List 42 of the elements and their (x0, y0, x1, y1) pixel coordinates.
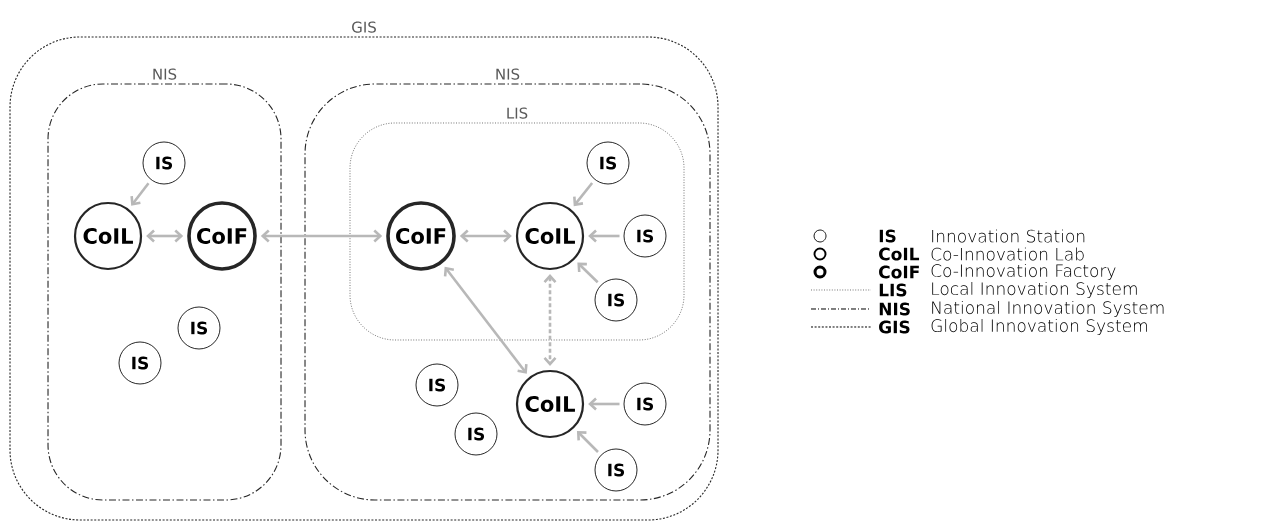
arrow (588, 397, 620, 411)
arrow (573, 182, 594, 207)
circle-node: CoIF (386, 201, 456, 271)
node-label: LIS (507, 107, 528, 119)
circle-node: IS (594, 448, 638, 492)
circle-node: CoIL (515, 201, 585, 271)
node-label: NIS (153, 68, 177, 80)
arrow (146, 229, 184, 243)
legend-abbreviation: NIS (879, 302, 910, 316)
circle-node: CoIL (515, 369, 585, 439)
circle-node: CoIF (187, 201, 257, 271)
arrow (543, 274, 557, 366)
legend-abbreviation: LIS (879, 283, 907, 297)
circle-node: IS (594, 278, 638, 322)
arrow (588, 229, 620, 243)
arrow (130, 182, 150, 206)
legend-abbreviation: CoIL (879, 247, 920, 261)
arrow (260, 229, 383, 243)
circle-node: CoIL (73, 201, 143, 271)
arrow (576, 430, 599, 453)
legend-label: Co-Innovation Lab (931, 247, 1084, 261)
legend-label: Co-Innovation Factory (931, 263, 1116, 281)
circle-node: IS (415, 363, 459, 407)
legend-abbreviation: IS (879, 229, 896, 243)
legend-label: Innovation Station (932, 229, 1085, 243)
arrow (577, 262, 599, 284)
circle-node: IS (118, 341, 162, 385)
legend-abbreviation: CoIF (879, 265, 919, 279)
circle-node: IS (142, 141, 186, 185)
circle-node: IS (454, 412, 498, 456)
circle-node: IS (177, 306, 221, 350)
arrow (443, 266, 528, 374)
node-label: GIS (352, 21, 376, 33)
legend-label: Local Innovation System (932, 281, 1137, 299)
circle-node: IS (623, 382, 667, 426)
legend-label: Global Innovation System (931, 318, 1147, 336)
node-label: NIS (496, 68, 520, 80)
arrow (459, 229, 512, 243)
legend-abbreviation: GIS (879, 320, 910, 334)
legend-label: National Innovation System (932, 300, 1164, 318)
circle-node: IS (623, 214, 667, 258)
circle-node: IS (586, 141, 630, 185)
